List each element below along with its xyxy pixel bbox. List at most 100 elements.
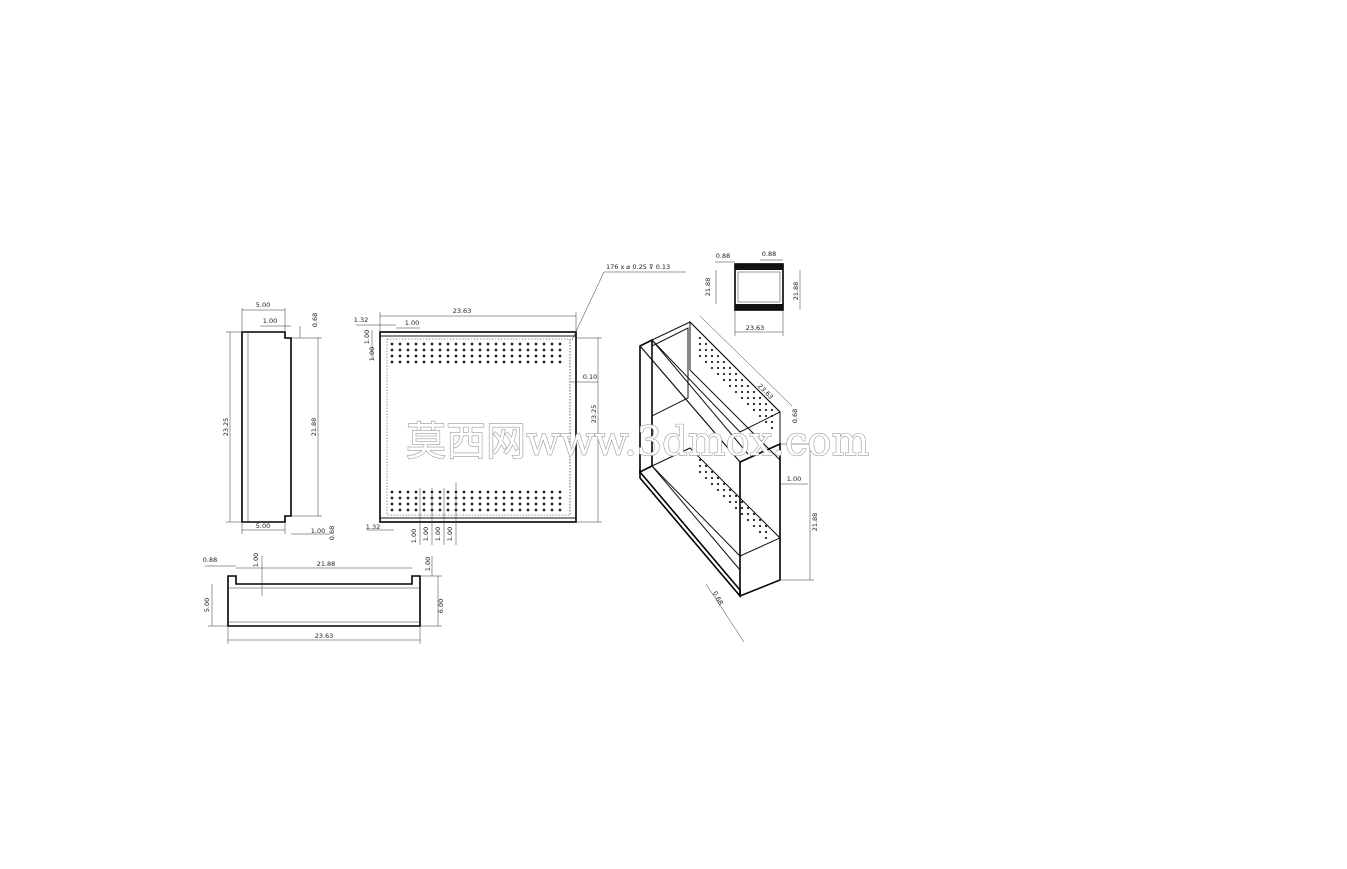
hole xyxy=(558,342,562,346)
iso-hole xyxy=(752,402,756,406)
hole xyxy=(510,348,514,352)
iso-dim-length: 23.63 xyxy=(756,382,775,401)
hole-callout: 176 x ⌀ 0.25 ⊽ 0.13 xyxy=(606,263,670,271)
hole xyxy=(406,360,410,364)
hole xyxy=(430,360,434,364)
iso-hole xyxy=(752,408,756,412)
iso-hole xyxy=(740,500,744,504)
iso-hole xyxy=(698,342,702,346)
hole xyxy=(542,490,546,494)
iso-hole xyxy=(746,518,750,522)
iso-hole xyxy=(734,384,738,388)
iso-hole xyxy=(722,366,726,370)
iso-hole xyxy=(704,476,708,480)
iso-hole xyxy=(710,476,714,480)
hole xyxy=(454,348,458,352)
hole xyxy=(542,502,546,506)
hole xyxy=(390,496,394,500)
hole xyxy=(446,490,450,494)
hole xyxy=(414,502,418,506)
hole-pattern-bottom xyxy=(390,490,562,512)
hole xyxy=(486,354,490,358)
front-dim-step: 1.00 xyxy=(405,319,419,327)
side-dim-top-width: 5.00 xyxy=(256,301,270,309)
hole xyxy=(510,496,514,500)
hole xyxy=(462,354,466,358)
hole xyxy=(470,490,474,494)
hole xyxy=(438,360,442,364)
front-dim-v1: 1.00 xyxy=(363,330,371,344)
small-dim-right-height: 21.88 xyxy=(792,282,800,301)
front-dim-pitch-2: 1.00 xyxy=(422,527,430,541)
iso-dim-wall: 0.68 xyxy=(791,409,799,423)
front-dim-v2: 1.00 xyxy=(368,347,376,361)
hole xyxy=(422,342,426,346)
hole xyxy=(422,502,426,506)
iso-hole xyxy=(746,396,750,400)
iso-hole xyxy=(764,420,768,424)
iso-hole xyxy=(764,530,768,534)
hole xyxy=(422,496,426,500)
iso-hole xyxy=(716,360,720,364)
hole xyxy=(502,354,506,358)
hole xyxy=(438,490,442,494)
hole xyxy=(398,508,402,512)
side-dim-bottom-right: 0.68 xyxy=(328,526,336,540)
hole xyxy=(534,342,538,346)
hole xyxy=(462,502,466,506)
iso-hole-pattern-bottom xyxy=(698,458,768,540)
iso-hole xyxy=(764,408,768,412)
small-dim-left-height: 21.88 xyxy=(704,278,712,297)
iso-hole xyxy=(704,464,708,468)
hole xyxy=(414,342,418,346)
front-dim-right-inset: 0.10 xyxy=(583,373,597,381)
hole xyxy=(406,342,410,346)
hole xyxy=(406,490,410,494)
hole xyxy=(494,490,498,494)
hole xyxy=(406,348,410,352)
hole xyxy=(446,502,450,506)
iso-hole xyxy=(722,360,726,364)
hole xyxy=(542,354,546,358)
hole xyxy=(534,490,538,494)
iso-hole xyxy=(746,506,750,510)
iso-hole xyxy=(734,494,738,498)
hole xyxy=(510,502,514,506)
hole xyxy=(478,502,482,506)
iso-hole xyxy=(716,366,720,370)
hole xyxy=(486,342,490,346)
hole xyxy=(446,496,450,500)
front-dim-height: 23.25 xyxy=(590,405,598,424)
iso-hole xyxy=(722,378,726,382)
hole xyxy=(454,342,458,346)
hole xyxy=(518,354,522,358)
small-top-view-band-top xyxy=(735,264,783,270)
iso-hole xyxy=(770,414,774,418)
hole xyxy=(454,360,458,364)
iso-hole xyxy=(740,390,744,394)
iso-hole xyxy=(698,470,702,474)
iso-hole xyxy=(698,458,702,462)
hole xyxy=(398,348,402,352)
hole xyxy=(478,354,482,358)
iso-hole xyxy=(758,530,762,534)
iso-hole xyxy=(710,360,714,364)
hole xyxy=(414,348,418,352)
front-dim-left-offset: 1.32 xyxy=(354,316,368,324)
hole xyxy=(494,348,498,352)
iso-hole xyxy=(758,408,762,412)
hole xyxy=(558,348,562,352)
hole xyxy=(518,508,522,512)
hole xyxy=(422,360,426,364)
iso-hole xyxy=(716,476,720,480)
hole xyxy=(542,342,546,346)
hole xyxy=(486,502,490,506)
iso-hole xyxy=(752,524,756,528)
hole xyxy=(398,354,402,358)
iso-hole xyxy=(758,402,762,406)
hole xyxy=(430,348,434,352)
hole-pattern-top xyxy=(390,342,562,364)
hole xyxy=(438,508,442,512)
iso-hole xyxy=(722,482,726,486)
hole xyxy=(534,508,538,512)
